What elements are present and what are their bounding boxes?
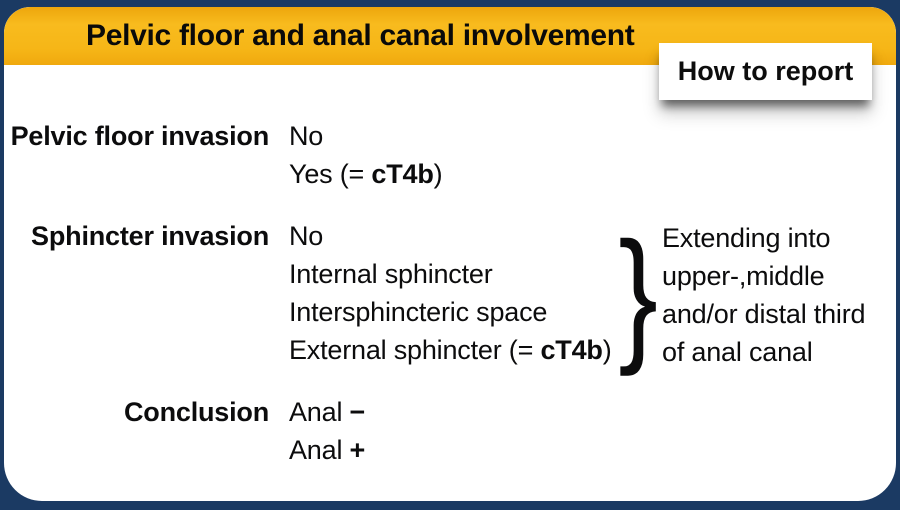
option-bold: cT4b	[540, 335, 603, 365]
option-line: External sphincter (= cT4b)	[289, 331, 612, 369]
option-line: No	[289, 117, 442, 155]
option-text: External sphincter (=	[289, 335, 541, 365]
option-text: No	[289, 121, 324, 151]
page-title: Pelvic floor and anal canal involvement	[86, 19, 635, 52]
table-row-conclusion: Conclusion Anal − Anal +	[10, 393, 896, 469]
option-text: Internal sphincter	[289, 259, 493, 289]
curly-brace-icon: }	[618, 212, 658, 377]
options-list: No Yes (= cT4b)	[289, 117, 443, 193]
row-label: Conclusion	[124, 397, 269, 427]
anal-canal-annotation: } Extending into upper-,middle and/or di…	[614, 219, 865, 371]
annotation-line: Extending into	[662, 223, 831, 253]
report-table: Pelvic floor invasion No Yes (= cT4b) Sp…	[4, 65, 896, 469]
option-line: Intersphincteric space	[289, 293, 611, 331]
option-line: Internal sphincter	[289, 255, 611, 293]
row-label: Pelvic floor invasion	[10, 121, 270, 151]
options-list: No Internal sphincter Intersphincteric s…	[289, 217, 612, 369]
annotation-text: Extending into upper-,middle and/or dist…	[662, 219, 866, 371]
options-list: Anal − Anal +	[289, 393, 365, 469]
option-line: Anal +	[289, 431, 365, 469]
header-band: Pelvic floor and anal canal involvement	[4, 7, 896, 65]
option-bold: +	[349, 435, 366, 465]
row-label: Sphincter invasion	[31, 221, 269, 251]
annotation-line: and/or distal third	[662, 299, 866, 329]
option-bold: cT4b	[371, 159, 434, 189]
option-text: Yes (=	[289, 159, 372, 189]
how-to-report-badge: How to report	[659, 43, 872, 100]
option-suffix: )	[602, 335, 612, 365]
table-row-pelvic-floor: Pelvic floor invasion No Yes (= cT4b)	[10, 117, 896, 193]
option-suffix: )	[433, 159, 443, 189]
slide-card: Pelvic floor and anal canal involvement …	[4, 7, 896, 501]
table-row-sphincter: Sphincter invasion No Internal sphincter…	[10, 217, 896, 369]
option-text: Intersphincteric space	[289, 297, 548, 327]
annotation-line: of anal canal	[662, 337, 813, 367]
option-bold: −	[349, 397, 366, 427]
option-text: Anal	[289, 435, 350, 465]
option-line: Anal −	[289, 393, 365, 431]
option-text: No	[289, 221, 324, 251]
annotation-line: upper-,middle	[662, 261, 825, 291]
option-line: Yes (= cT4b)	[289, 155, 443, 193]
option-line: No	[289, 217, 611, 255]
option-text: Anal	[289, 397, 350, 427]
